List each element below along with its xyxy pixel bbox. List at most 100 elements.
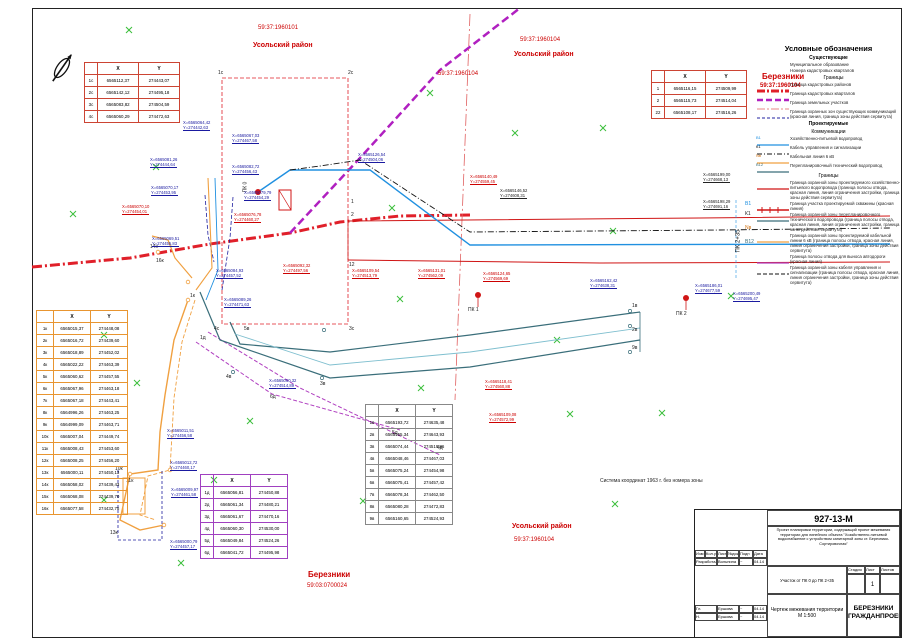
point-14k: 14к <box>150 244 158 250</box>
tree-icon <box>658 409 666 417</box>
table-header-cell <box>651 70 665 83</box>
tree-icon <box>396 295 404 303</box>
signature-icon: ~ <box>739 605 753 613</box>
legend-existing: Существующие <box>809 55 848 61</box>
table-cell: 274635,48 <box>415 416 453 429</box>
table-cell: 5к <box>36 370 54 383</box>
table-cell: 6д <box>200 546 214 559</box>
stamp-stadia: Стадия <box>847 566 865 574</box>
coordinate-y: Y=274456,43 <box>232 169 258 174</box>
pk-marker-icon <box>255 189 689 310</box>
tree-icon <box>133 379 141 387</box>
coordinate-x: X=6565009,97 <box>171 487 199 492</box>
coordinate-x: X=6565011,51 <box>167 428 195 433</box>
tree-icon <box>69 210 77 218</box>
legend-quarters: Номера кадастровых кварталов <box>790 68 855 73</box>
coordinate-x: X=6565084,93 <box>216 268 244 273</box>
town-label-legend: Березники <box>762 72 805 81</box>
table-cell: 274443,41 <box>90 394 128 407</box>
coordinate-y: Y=274504,06 <box>358 157 384 162</box>
table-cell: 274456,20 <box>90 454 128 467</box>
table-cell: 6565008,25 <box>53 454 91 467</box>
table-cell: 6565112,37 <box>97 74 139 87</box>
existing-comms-zone-2 <box>221 196 234 291</box>
stamp-listov: Листов <box>880 566 900 574</box>
table-cell: 6565115,73 <box>664 94 706 107</box>
table-header-cell <box>36 310 54 323</box>
table-cell: 1 <box>651 82 665 95</box>
coordinate-x: X=6565000,79 <box>170 539 198 544</box>
table-cell: 6565060,62 <box>53 370 91 383</box>
coordinate-x: X=6565067,03 <box>232 133 260 138</box>
tree-icon <box>177 559 185 567</box>
table-cell: 6в <box>365 476 379 489</box>
point-6d: 6д <box>270 394 276 400</box>
table-cell: 5в <box>365 464 379 477</box>
coordinate-y: Y=274460,27 <box>234 217 260 222</box>
table-cell: 6565061,34 <box>213 498 251 511</box>
table-cell: 274516,26 <box>705 106 747 119</box>
table-cell: 9к <box>36 418 54 431</box>
coordinate-y: Y=274454,01 <box>122 209 148 214</box>
coordinate-y: Y=274572,99 <box>489 417 515 422</box>
legend-c4: Перепланировочный технический водопровод <box>790 163 883 168</box>
stamp-date2: 04.14 <box>753 605 767 613</box>
legend-communications: Коммуникации <box>811 129 846 135</box>
table-cell: 6565022,22 <box>53 358 91 371</box>
point-2: 2 <box>351 212 354 218</box>
point-1k: 1к <box>190 293 195 299</box>
coordinate-y: Y=274677,59 <box>695 288 721 293</box>
table-cell: 6к <box>36 382 54 395</box>
table-cell: 6565058,02 <box>53 478 91 491</box>
legend-mo: Муниципальное образование <box>790 62 849 67</box>
table-header-cell: Y <box>138 62 180 75</box>
coordinate-x: X=6565064,42 <box>183 120 211 125</box>
coordinate-x: X=6565162,42 <box>590 278 618 283</box>
table-cell: 274504,59 <box>138 98 180 111</box>
tree-icon <box>417 384 425 392</box>
table-cell: 274463,39 <box>90 358 128 371</box>
coordinate-y: Y=274691,16 <box>703 204 729 209</box>
coordinate-y: Y=274461,58 <box>171 492 197 497</box>
table-cell: 274448,08 <box>90 322 128 335</box>
point-13k: 13к <box>110 530 118 536</box>
symbol-v12: В12 <box>745 239 754 245</box>
stamp-col-data: Дата <box>753 550 767 558</box>
table-cell: 6565016,72 <box>53 334 91 347</box>
table-cell: 274524,93 <box>415 512 453 525</box>
coordinate-y: Y=274442,63 <box>183 125 209 130</box>
coordinate-y: Y=274562,09 <box>418 273 444 278</box>
table-cell: 274439,70 <box>90 490 128 503</box>
coordinate-x: X=6565079,79 <box>244 190 272 195</box>
stamp-code: 927-13-М <box>767 510 900 526</box>
table-cell: 274519,86 <box>415 440 453 453</box>
table-cell: 6565008,43 <box>53 442 91 455</box>
region-label-bottom-right: Усольский район <box>512 523 572 530</box>
table-header-cell <box>84 62 98 75</box>
table-cell: 7к <box>36 394 54 407</box>
coordinate-y: Y=274497,56 <box>283 268 309 273</box>
coordinate-x: X=6565109,08 <box>489 412 517 417</box>
quarter-label-bottom-left: 59:03:0700024 <box>307 583 348 589</box>
legend-sym-v12: В12 <box>756 162 764 167</box>
table-cell: 274463,71 <box>90 418 128 431</box>
